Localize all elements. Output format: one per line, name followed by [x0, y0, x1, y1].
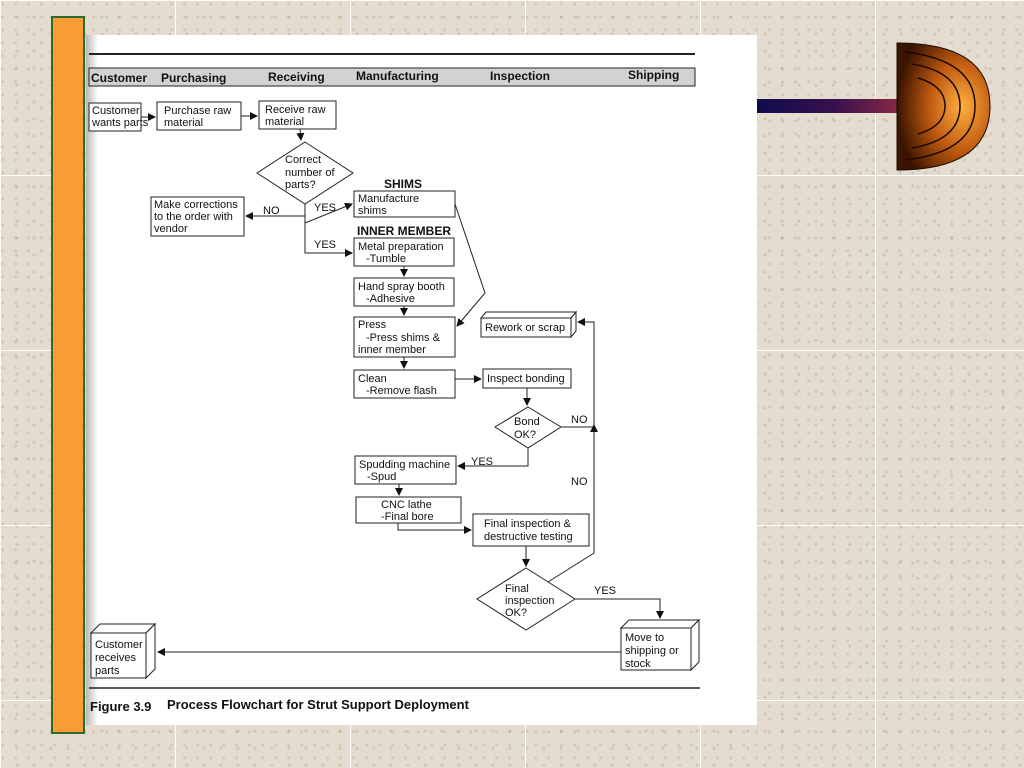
section-shims: SHIMS [384, 177, 422, 191]
svg-text:Customer: Customer [95, 639, 143, 651]
svg-text:wants parts: wants parts [91, 117, 149, 129]
label-yes-shims: YES [314, 202, 336, 214]
caption-figure-number: Figure 3.9 [90, 699, 151, 714]
node-customer-receives-parts: Customer receives parts [89, 622, 157, 680]
svg-text:Customer: Customer [92, 105, 140, 117]
svg-text:inspection: inspection [505, 595, 555, 607]
svg-text:CNC lathe: CNC lathe [381, 499, 432, 511]
svg-text:Rework or scrap: Rework or scrap [485, 322, 565, 334]
node-make-corrections: Make corrections to the order with vendo… [150, 196, 245, 237]
svg-text:Clean: Clean [358, 373, 387, 385]
svg-text:stock: stock [625, 658, 651, 670]
lane-inspection: Inspection [490, 69, 550, 83]
node-customer-wants-parts: Customer wants parts [88, 102, 149, 132]
section-inner-member: INNER MEMBER [357, 224, 451, 238]
scan-edge-shadow [86, 35, 98, 725]
svg-text:inner member: inner member [358, 344, 426, 356]
svg-text:Press: Press [358, 319, 387, 331]
svg-text:Inspect bonding: Inspect bonding [487, 373, 565, 385]
orange-side-bar [51, 16, 85, 734]
svg-text:-Adhesive: -Adhesive [366, 293, 415, 305]
svg-text:Metal preparation: Metal preparation [358, 241, 444, 253]
svg-text:shipping or: shipping or [625, 645, 679, 657]
node-clean: Clean -Remove flash [353, 369, 456, 399]
decision-correct-number-of-parts: Correct number of parts? [256, 141, 354, 205]
node-metal-preparation: Metal preparation -Tumble [353, 237, 455, 267]
svg-text:Correct: Correct [285, 154, 321, 166]
label-no-correct: NO [263, 205, 280, 217]
svg-text:parts: parts [95, 665, 120, 677]
node-purchase-raw-material: Purchase raw material [156, 101, 242, 131]
node-receive-raw-material: Receive raw material [258, 100, 337, 130]
node-cnc-lathe: CNC lathe -Final bore [355, 496, 462, 524]
node-press: Press -Press shims & inner member [353, 316, 456, 358]
lane-purchasing: Purchasing [161, 71, 226, 85]
label-yes-final: YES [594, 585, 616, 597]
svg-text:receives: receives [95, 652, 136, 664]
svg-text:-Remove flash: -Remove flash [366, 385, 437, 397]
label-no-final: NO [571, 476, 588, 488]
svg-text:-Spud: -Spud [367, 471, 396, 483]
svg-text:shims: shims [358, 205, 387, 217]
label-no-bond: NO [571, 414, 588, 426]
lane-shipping: Shipping [628, 68, 679, 82]
svg-text:Final: Final [505, 583, 529, 595]
lane-customer: Customer [91, 71, 147, 85]
svg-text:-Tumble: -Tumble [366, 253, 406, 265]
label-yes-inner: YES [314, 239, 336, 251]
svg-text:Receive raw: Receive raw [265, 104, 326, 116]
svg-text:Move to: Move to [625, 632, 664, 644]
svg-text:vendor: vendor [154, 223, 188, 235]
svg-text:-Final bore: -Final bore [381, 511, 434, 523]
node-hand-spray-booth: Hand spray booth -Adhesive [353, 277, 455, 307]
node-rework-or-scrap: Rework or scrap [479, 310, 578, 339]
svg-text:destructive testing: destructive testing [484, 531, 573, 543]
node-spudding-machine: Spudding machine -Spud [354, 455, 457, 485]
node-final-inspection-testing: Final inspection & destructive testing [472, 513, 590, 547]
flow-connectors [141, 112, 664, 656]
svg-text:Manufacture: Manufacture [358, 193, 419, 205]
caption-title: Process Flowchart for Strut Support Depl… [167, 697, 470, 712]
lane-manufacturing: Manufacturing [356, 69, 439, 83]
svg-text:Make corrections: Make corrections [154, 199, 238, 211]
svg-text:OK?: OK? [505, 607, 527, 619]
node-move-to-shipping: Move to shipping or stock [619, 618, 701, 672]
svg-text:Bond: Bond [514, 416, 540, 428]
svg-text:OK?: OK? [514, 429, 536, 441]
label-yes-bond: YES [471, 456, 493, 468]
svg-text:to the order with: to the order with [154, 211, 233, 223]
decision-bond-ok: Bond OK? [494, 406, 562, 449]
svg-text:Purchase raw: Purchase raw [164, 105, 231, 117]
node-manufacture-shims: Manufacture shims [353, 190, 456, 218]
svg-text:number of: number of [285, 167, 335, 179]
lane-header-band [88, 67, 696, 87]
svg-text:material: material [164, 117, 203, 129]
svg-text:parts?: parts? [285, 179, 316, 191]
lane-receiving: Receiving [268, 70, 325, 84]
svg-text:material: material [265, 116, 304, 128]
svg-text:Final inspection &: Final inspection & [484, 518, 571, 530]
svg-text:Hand spray booth: Hand spray booth [358, 281, 445, 293]
ornament-dome [896, 42, 991, 171]
node-inspect-bonding: Inspect bonding [482, 368, 572, 389]
svg-text:Spudding machine: Spudding machine [359, 459, 450, 471]
svg-text:-Press shims &: -Press shims & [366, 332, 441, 344]
decision-final-inspection-ok: Final inspection OK? [476, 567, 576, 631]
